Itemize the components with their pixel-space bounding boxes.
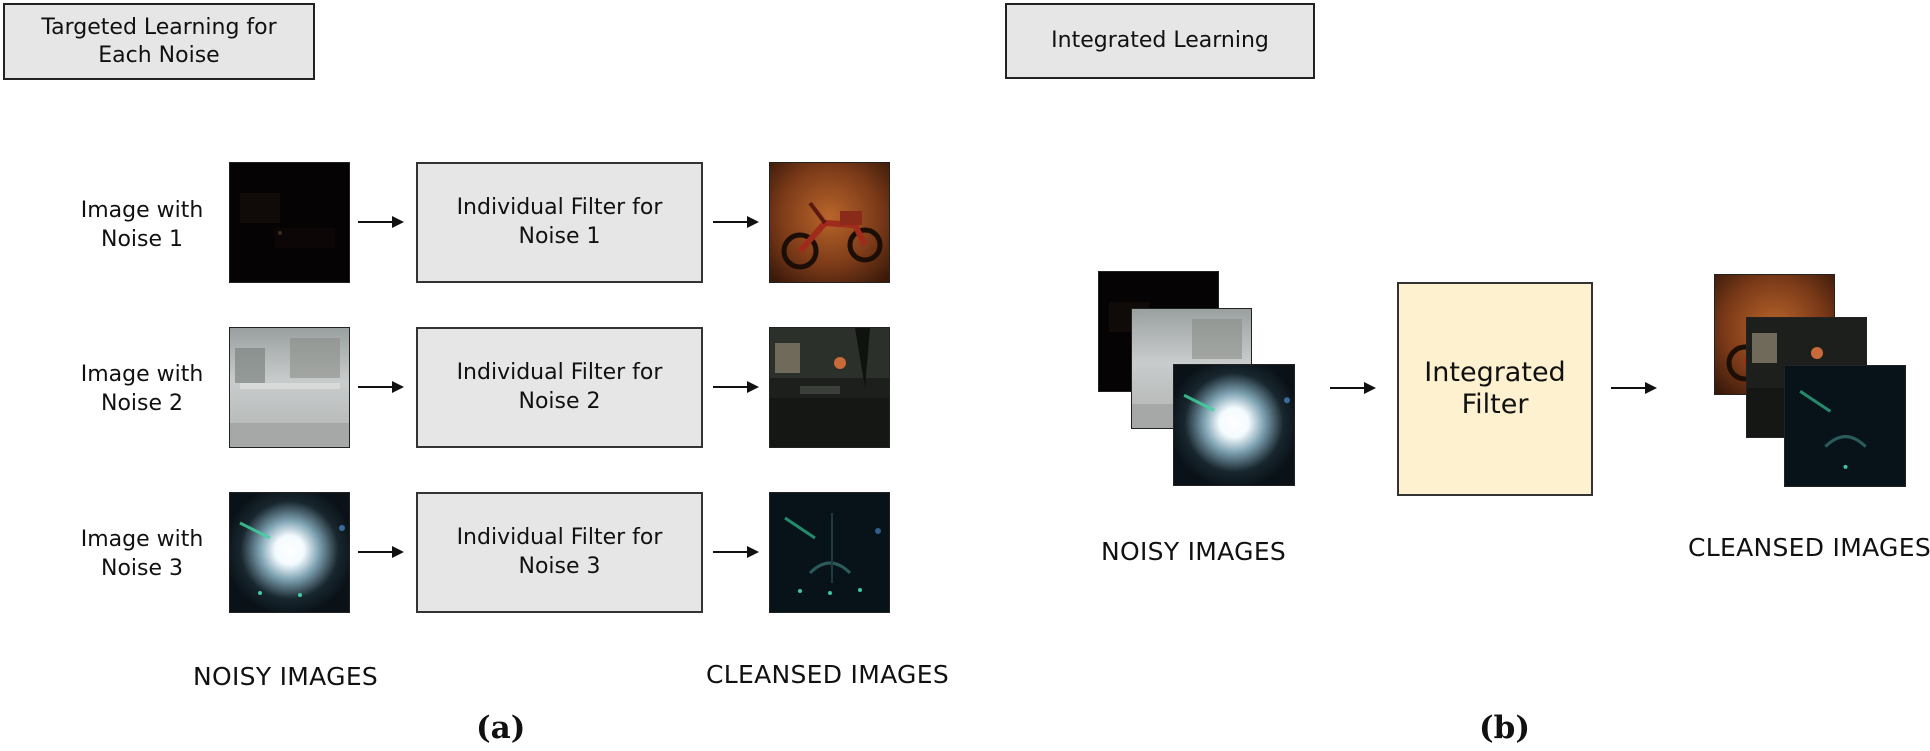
row-1-label-line-2: Noise 1 (100, 226, 184, 252)
arrow-row-2-in (358, 381, 404, 393)
noisy-image-3 (229, 492, 350, 613)
row-1-label-line-1: Image with (80, 198, 204, 223)
filter-2-line-1: Individual Filter for (456, 359, 663, 385)
arrow-row-1-out (713, 216, 759, 228)
panel-b-header-text: Integrated Learning (1051, 28, 1269, 54)
panel-b-sublabel: (b) (1479, 710, 1531, 746)
individual-filter-3: Individual Filter for Noise 3 (416, 492, 703, 613)
individual-filter-1: Individual Filter for Noise 1 (416, 162, 703, 283)
row-3-label-line-2: Noise 3 (100, 555, 184, 581)
arrow-row-3-out (713, 546, 759, 558)
filter-3-line-2: Noise 3 (518, 553, 601, 579)
panel-a-header: Targeted Learning for Each Noise (3, 3, 315, 80)
cleansed-image-2 (769, 327, 890, 448)
panel-a-header-line-2: Each Noise (98, 42, 220, 68)
panel-b-noisy-caption: NOISY IMAGES (1101, 537, 1287, 566)
row-3-label-line-1: Image with (80, 527, 204, 552)
filter-2-line-2: Noise 2 (518, 388, 601, 414)
row-2-label: Image with Noise 2 (62, 361, 222, 418)
filter-3-line-1: Individual Filter for (456, 524, 663, 550)
cleansed-image-3 (769, 492, 890, 613)
cleansed-image-stack (1714, 274, 1924, 490)
panel-b-header: Integrated Learning (1005, 3, 1315, 79)
filter-1-line-2: Noise 1 (518, 223, 601, 249)
noisy-image-2 (229, 327, 350, 448)
stack-noisy-3 (1173, 364, 1295, 486)
row-2-label-line-2: Noise 2 (100, 390, 184, 416)
arrow-b-in (1330, 382, 1376, 394)
row-1-label: Image with Noise 1 (62, 197, 222, 254)
arrow-b-out (1611, 382, 1657, 394)
panel-b-cleansed-caption: CLEANSED IMAGES (1688, 533, 1930, 562)
integrated-filter-line-1: Integrated (1424, 356, 1566, 388)
panel-a-header-line-1: Targeted Learning for (41, 15, 277, 40)
filter-1-line-1: Individual Filter for (456, 194, 663, 220)
arrow-row-2-out (713, 381, 759, 393)
row-3-label: Image with Noise 3 (62, 526, 222, 583)
noisy-image-stack (1098, 271, 1298, 487)
noisy-image-1 (229, 162, 350, 283)
cleansed-image-1 (769, 162, 890, 283)
individual-filter-2: Individual Filter for Noise 2 (416, 327, 703, 448)
integrated-filter: Integrated Filter (1397, 282, 1593, 496)
panel-a-noisy-caption: NOISY IMAGES (193, 662, 379, 691)
integrated-filter-line-2: Filter (1461, 389, 1529, 420)
panel-a-sublabel: (a) (476, 710, 526, 746)
panel-a-cleansed-caption: CLEANSED IMAGES (706, 660, 949, 689)
stack-cleansed-3 (1784, 365, 1906, 487)
arrow-row-3-in (358, 546, 404, 558)
arrow-row-1-in (358, 216, 404, 228)
row-2-label-line-1: Image with (80, 362, 204, 387)
